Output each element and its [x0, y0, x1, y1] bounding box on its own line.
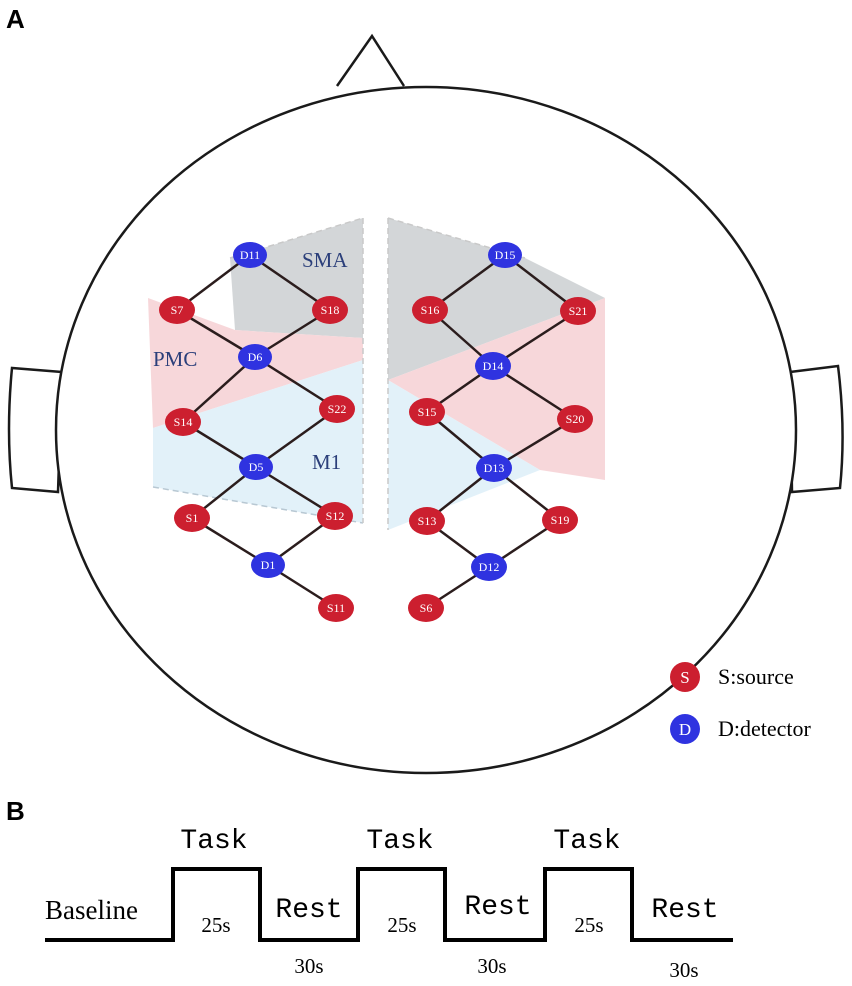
right-sma-region: [388, 218, 605, 380]
svg-text:S1: S1: [186, 511, 199, 525]
source-icon: [670, 662, 700, 692]
task-duration-1: 25s: [201, 913, 230, 937]
svg-text:S19: S19: [551, 513, 570, 527]
optode-S11: S11: [318, 594, 354, 622]
task-label-1: Task: [180, 826, 247, 857]
timeline-waveform: [45, 867, 733, 942]
left-m1-region: [153, 360, 363, 523]
optode-S20: S20: [557, 405, 593, 433]
optode-S22: S22: [319, 395, 355, 423]
task-duration-3: 25s: [574, 913, 603, 937]
optode-D11: D11: [233, 242, 267, 268]
left-optodes: D11 S7 S18 D6 S14 S22 D5 S1 S12 D1 S11: [159, 242, 355, 622]
right-ear: [788, 364, 844, 494]
svg-text:S20: S20: [566, 412, 585, 426]
optode-D5: D5: [239, 454, 273, 480]
svg-text:S14: S14: [174, 415, 193, 429]
rest-duration-2: 30s: [477, 954, 506, 978]
rest-label-2: Rest: [464, 892, 531, 923]
optode-S21: S21: [560, 297, 596, 325]
svg-text:D6: D6: [248, 350, 263, 364]
rest-label-1: Rest: [275, 895, 342, 926]
legend-detector-text: D:detector: [718, 716, 812, 741]
legend-source-text: S:source: [718, 664, 794, 689]
svg-text:S21: S21: [569, 304, 588, 318]
optode-S15: S15: [409, 398, 445, 426]
svg-text:D1: D1: [261, 558, 276, 572]
panel-a-label: A: [6, 4, 25, 34]
optode-S18: S18: [312, 296, 348, 324]
svg-text:S22: S22: [328, 402, 347, 416]
task-duration-2: 25s: [387, 913, 416, 937]
svg-text:D15: D15: [495, 248, 516, 262]
nose: [335, 33, 406, 87]
legend: S S:source D D:detector: [670, 662, 812, 744]
left-ear: [7, 366, 64, 494]
svg-text:S18: S18: [321, 303, 340, 317]
sma-label: SMA: [302, 248, 348, 272]
rest-duration-1: 30s: [294, 954, 323, 978]
optode-S12: S12: [317, 502, 353, 530]
optode-S14: S14: [165, 408, 201, 436]
optode-S19: S19: [542, 506, 578, 534]
panel-b-label: B: [6, 796, 25, 826]
svg-text:S: S: [680, 668, 689, 687]
svg-text:D: D: [679, 720, 691, 739]
svg-text:S12: S12: [326, 509, 345, 523]
optode-S16: S16: [412, 296, 448, 324]
pmc-label: PMC: [153, 347, 197, 371]
optode-S13: S13: [409, 507, 445, 535]
right-optodes: D15 S16 S21 D14 S15 S20 D13 S13 S19 D12 …: [408, 242, 596, 622]
svg-text:S7: S7: [171, 303, 184, 317]
rest-label-3: Rest: [651, 895, 718, 926]
svg-text:S15: S15: [418, 405, 437, 419]
svg-text:S16: S16: [421, 303, 440, 317]
baseline-label: Baseline: [45, 895, 138, 925]
svg-text:S13: S13: [418, 514, 437, 528]
detector-icon: [670, 714, 700, 744]
svg-text:D11: D11: [240, 248, 260, 262]
task-label-2: Task: [366, 826, 433, 857]
legend-detector: D D:detector: [670, 714, 812, 744]
optode-D1: D1: [251, 552, 285, 578]
legend-source: S S:source: [670, 662, 794, 692]
optode-D6: D6: [238, 344, 272, 370]
block-timeline: Baseline Task 25s Rest 30s Task 25s Rest…: [45, 826, 733, 982]
optode-S1: S1: [174, 504, 210, 532]
svg-text:D14: D14: [483, 359, 504, 373]
optode-D14: D14: [475, 352, 511, 380]
rest-duration-3: 30s: [669, 958, 698, 982]
optode-D12: D12: [471, 553, 507, 581]
optode-D13: D13: [476, 454, 512, 482]
svg-text:S11: S11: [327, 601, 345, 615]
m1-label: M1: [312, 450, 341, 474]
optode-D15: D15: [488, 242, 522, 268]
svg-text:D12: D12: [479, 560, 500, 574]
svg-text:D5: D5: [249, 460, 264, 474]
task-label-3: Task: [553, 826, 620, 857]
optode-S7: S7: [159, 296, 195, 324]
svg-text:D13: D13: [484, 461, 505, 475]
optode-S6: S6: [408, 594, 444, 622]
svg-text:S6: S6: [420, 601, 433, 615]
